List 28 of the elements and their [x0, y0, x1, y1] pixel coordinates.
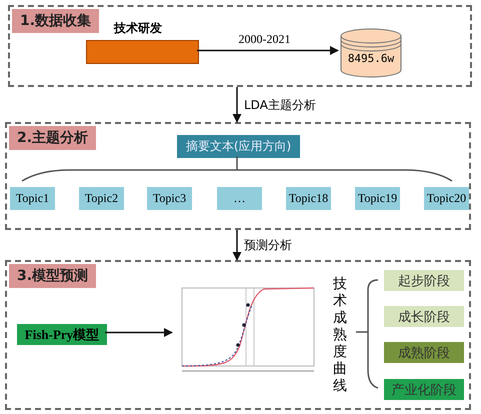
- edge-label: LDA主题分析: [243, 96, 317, 114]
- section-title: 1.数据收集: [12, 9, 100, 33]
- section-panel: [5, 122, 471, 230]
- topic-box: Topic2: [79, 187, 124, 210]
- section-title: 3.模型预测: [9, 264, 96, 288]
- vertical-label: 技术成熟度曲线: [332, 276, 348, 395]
- arrow: [197, 46, 339, 55]
- topic-box: Topic20: [424, 187, 469, 210]
- topic-box: Topic19: [355, 187, 400, 210]
- topic-box: Topic18: [286, 187, 331, 210]
- arrow: [232, 230, 242, 261]
- stage-box: 产业化阶段: [384, 379, 464, 400]
- stage-box: 成长阶段: [384, 306, 464, 327]
- section-panel: [8, 5, 472, 87]
- heading: 技术研发: [114, 20, 162, 37]
- arrow: [105, 328, 173, 337]
- stage-box: 起步阶段: [384, 270, 464, 291]
- topic-box: …: [217, 187, 262, 210]
- topic-box: Topic3: [147, 187, 192, 210]
- edge-label: 预测分析: [243, 237, 293, 254]
- stage-box: 成熟阶段: [384, 342, 464, 363]
- arrow: [232, 87, 242, 123]
- model-box: Fish-Pry模型: [17, 324, 107, 345]
- topic-box: Topic1: [10, 187, 55, 210]
- summary-box: 摘要文本(应用方向): [177, 135, 300, 158]
- section-panel: [5, 260, 471, 410]
- section-title: 2.主题分析: [9, 126, 96, 150]
- database-cylinder: 8495.6w: [340, 28, 402, 78]
